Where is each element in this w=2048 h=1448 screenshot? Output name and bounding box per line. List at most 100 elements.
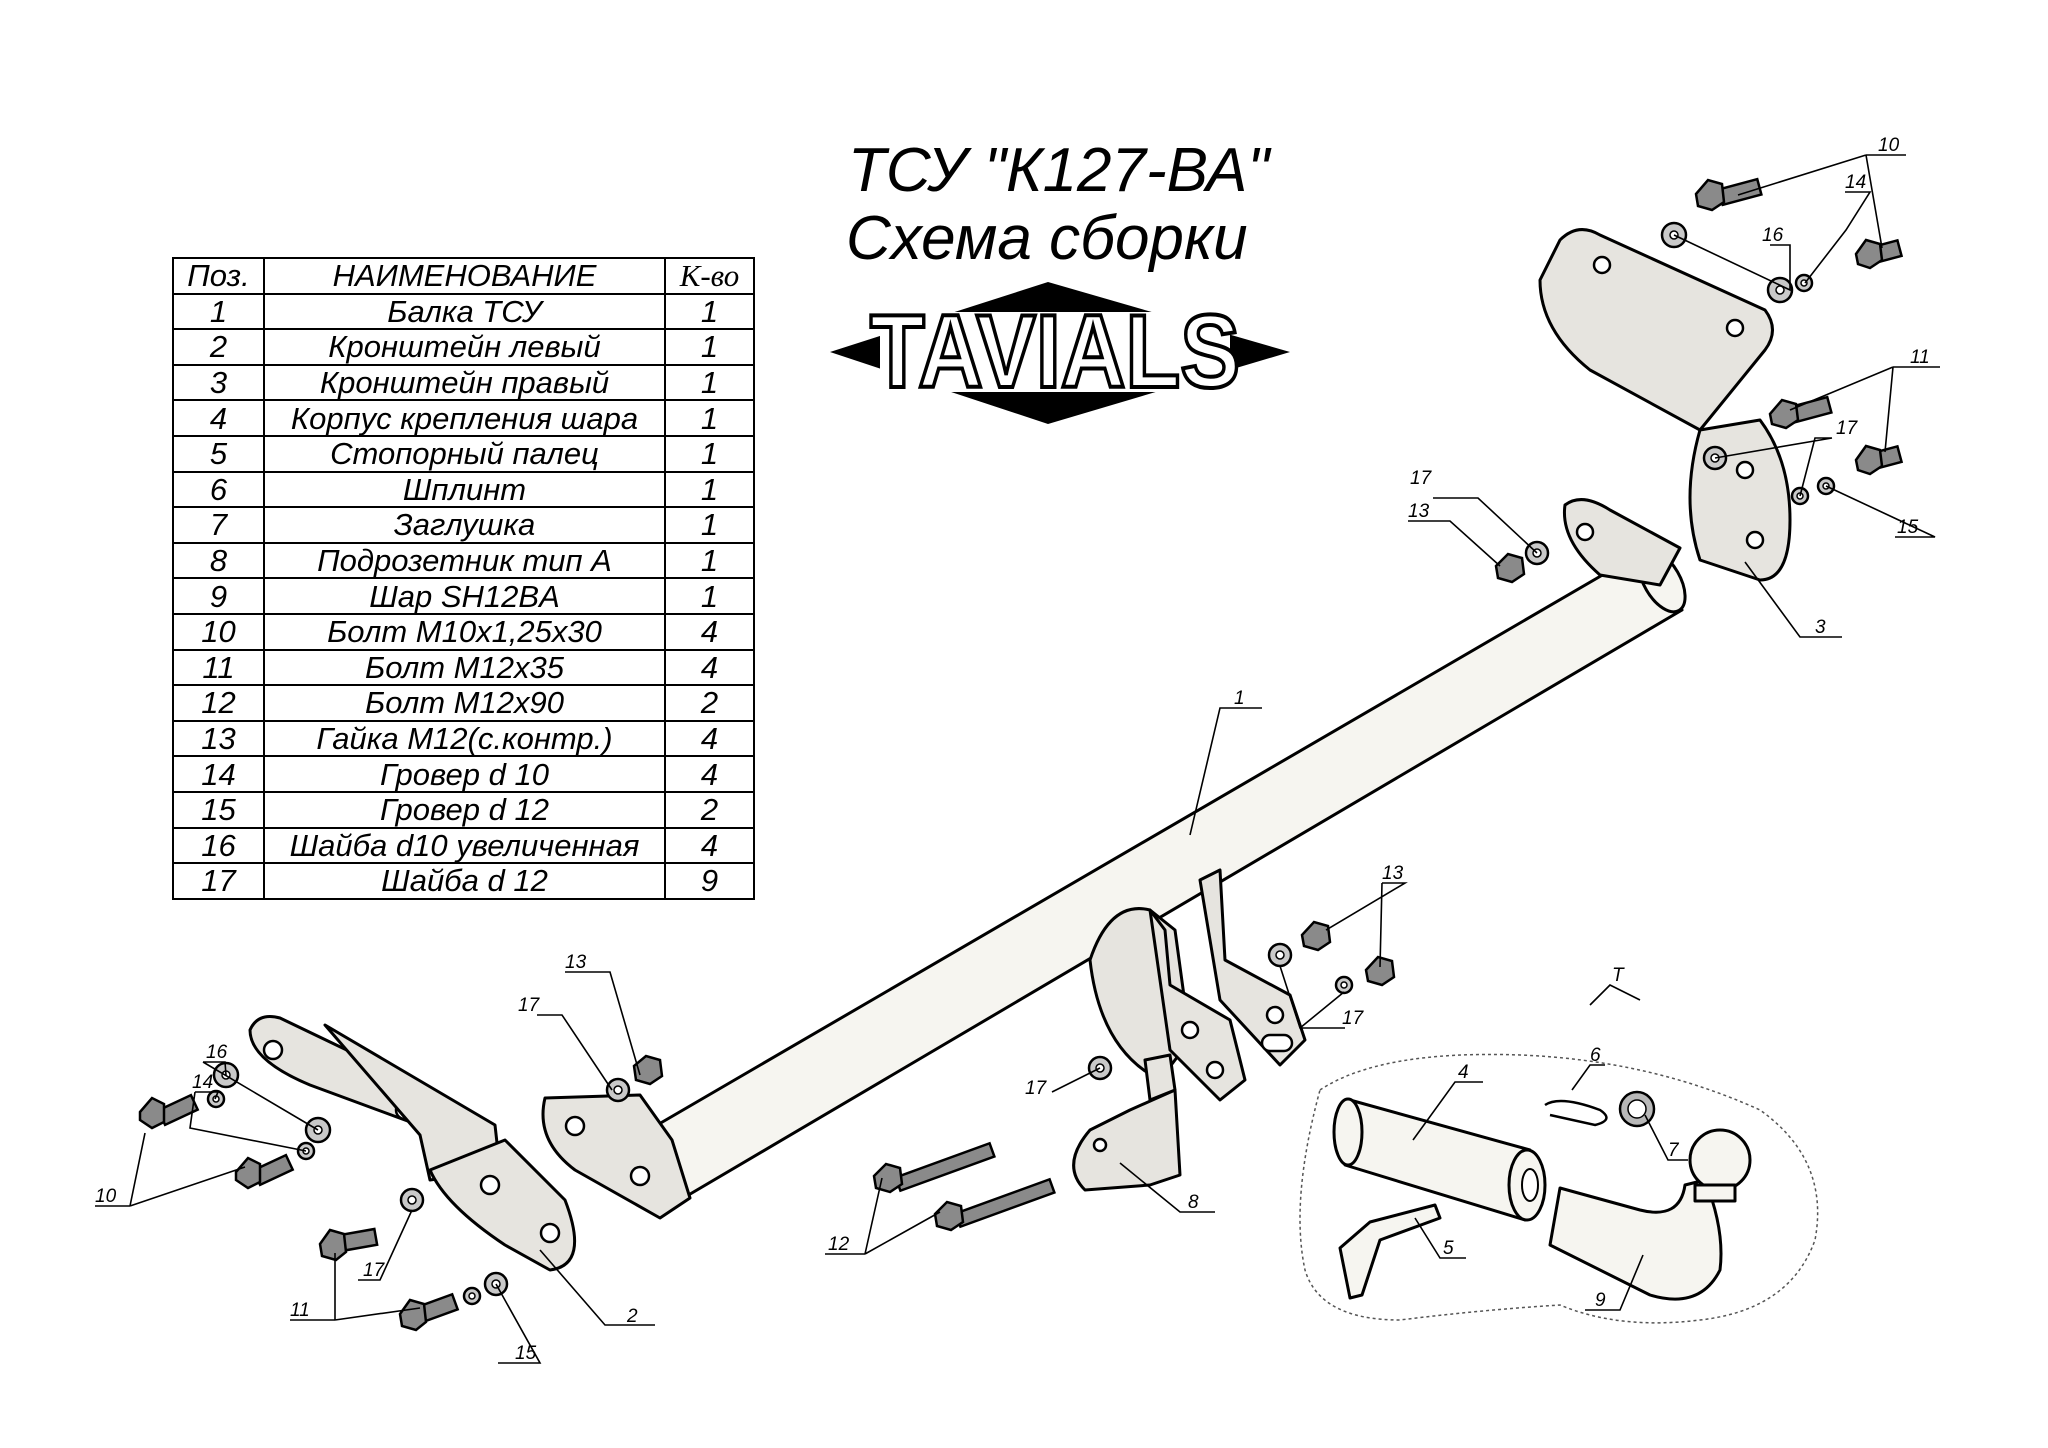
row-position: 1	[172, 292, 265, 331]
row-quantity: 1	[664, 363, 755, 402]
callout-4: 4	[1458, 1062, 1469, 1083]
tavials-logo: TAVIALS	[830, 282, 1290, 424]
callout-3: 3	[1815, 617, 1826, 638]
row-position: 15	[172, 790, 265, 829]
detail-view-t	[1299, 1053, 1819, 1324]
row-name: Кронштейн правый	[263, 363, 666, 402]
logo-text: TAVIALS	[870, 294, 1240, 410]
row-position: 11	[172, 648, 265, 687]
cotter-pin	[1544, 1099, 1608, 1127]
callout-17e: 17	[1025, 1078, 1048, 1099]
row-position: 2	[172, 328, 265, 366]
callout-16b: 16	[1762, 225, 1784, 246]
beam-right-plate	[1562, 498, 1682, 587]
tow-ball	[1548, 1128, 1752, 1301]
callout-14a: 14	[192, 1072, 213, 1093]
row-position: 12	[172, 684, 265, 722]
row-position: 14	[172, 755, 265, 793]
row-position: 5	[172, 434, 265, 473]
row-name: Болт М10х1,25х30	[263, 612, 666, 651]
row-quantity: 1	[664, 541, 755, 580]
row-position: 10	[172, 612, 265, 651]
leader-lines	[95, 154, 1940, 1364]
locking-pin	[1338, 1203, 1442, 1300]
row-name: Гайка М12(с.контр.)	[263, 719, 666, 758]
row-quantity: 9	[664, 862, 755, 900]
row-quantity: 1	[664, 328, 755, 366]
fasteners	[138, 177, 1904, 1332]
row-quantity: 1	[664, 292, 755, 331]
row-position: 7	[172, 506, 265, 544]
callout-2: 2	[626, 1306, 638, 1327]
row-name: Подрозетник тип А	[263, 541, 666, 580]
row-quantity: 1	[664, 577, 755, 615]
detail-view-label: T	[1612, 965, 1625, 986]
row-name: Болт М12х35	[263, 648, 666, 687]
callout-6: 6	[1590, 1045, 1601, 1066]
callout-11a: 11	[290, 1300, 310, 1321]
hitch-housing	[1332, 1097, 1547, 1222]
callout-13c: 13	[1382, 863, 1404, 884]
callout-11b: 11	[1910, 347, 1930, 368]
header-name: НАИМЕНОВАНИЕ	[263, 257, 666, 295]
callout-7: 7	[1668, 1140, 1680, 1161]
row-position: 8	[172, 541, 265, 580]
row-position: 13	[172, 719, 265, 758]
row-name: Гровер d 10	[263, 755, 666, 793]
center-bracket	[1088, 868, 1307, 1102]
callout-13b: 13	[1408, 501, 1430, 522]
row-name: Шар SH12BA	[263, 577, 666, 615]
callout-17d: 17	[363, 1260, 386, 1281]
row-quantity: 1	[664, 470, 755, 509]
row-name: Болт М12х90	[263, 684, 666, 722]
row-name: Балка ТСУ	[263, 292, 666, 331]
callout-17c: 17	[518, 995, 541, 1016]
callout-15a: 15	[515, 1343, 537, 1364]
row-name: Кронштейн левый	[263, 328, 666, 366]
callout-9: 9	[1595, 1290, 1606, 1311]
callout-10b: 10	[1878, 135, 1900, 156]
title-line-1: ТСУ "К127-ВА"	[848, 136, 1270, 205]
callout-14b: 14	[1845, 172, 1866, 193]
row-quantity: 1	[664, 506, 755, 544]
row-name: Шплинт	[263, 470, 666, 509]
row-quantity: 4	[664, 826, 755, 865]
row-quantity: 1	[664, 434, 755, 473]
row-position: 16	[172, 826, 265, 865]
row-position: 17	[172, 862, 265, 900]
row-quantity: 2	[664, 684, 755, 722]
row-quantity: 4	[664, 719, 755, 758]
header-quantity: К-во	[664, 257, 755, 295]
row-position: 4	[172, 399, 265, 437]
callout-17a: 17	[1410, 468, 1433, 489]
callout-1: 1	[1234, 688, 1245, 709]
row-position: 3	[172, 363, 265, 402]
left-bracket	[248, 1015, 577, 1272]
header-position: Поз.	[172, 257, 265, 295]
callout-5: 5	[1443, 1238, 1454, 1259]
callout-13a: 13	[565, 952, 587, 973]
callout-labels: 1 2 3 4 5 6 7 8 9 10 10 11 11 12 13 13 1…	[95, 135, 1930, 1364]
socket-plate	[1072, 1053, 1182, 1192]
row-name: Стопорный палец	[263, 434, 666, 473]
row-quantity: 4	[664, 755, 755, 793]
row-quantity: 1	[664, 399, 755, 437]
row-name: Шайба d 12	[263, 862, 666, 900]
callout-15b: 15	[1897, 517, 1919, 538]
